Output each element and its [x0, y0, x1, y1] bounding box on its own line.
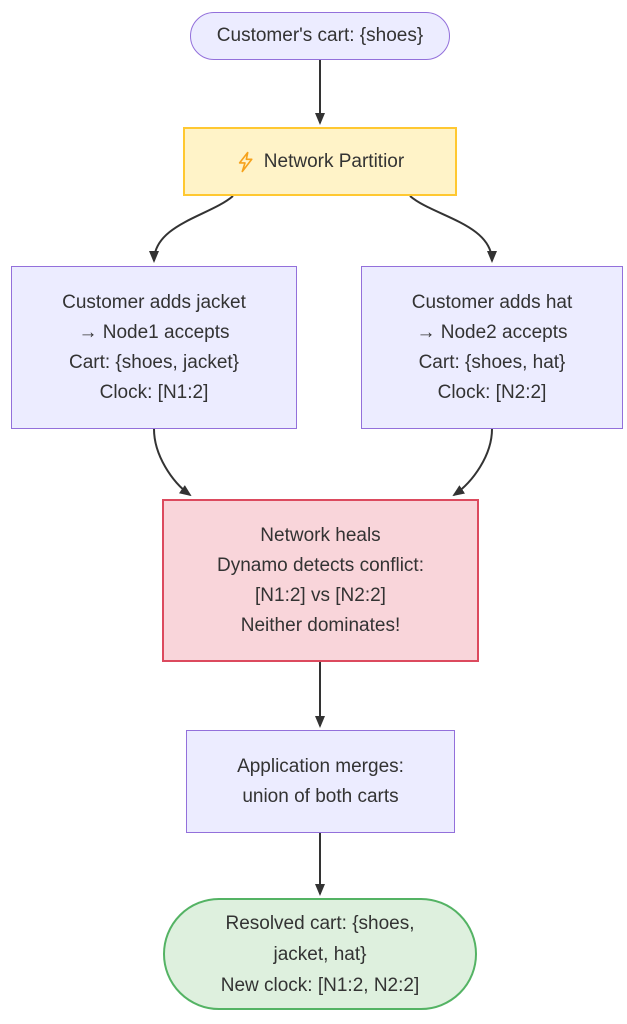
node-customer-cart: Customer's cart: {shoes}: [190, 12, 450, 60]
node-merge-line: union of both carts: [242, 785, 399, 807]
node-network-partition: Network Partitior: [183, 127, 457, 196]
node-node1-accepts: Customer adds jacket → Node1 accepts Car…: [11, 266, 297, 429]
node-resolved-line: New clock: [N1:2, N2:2]: [220, 974, 420, 996]
node-node2-line: Cart: {shoes, hat}: [418, 351, 566, 373]
node-node2-line: Clock: [N2:2]: [437, 381, 547, 403]
node-resolved-line: Resolved cart: {shoes,: [225, 912, 415, 934]
edge-node2-to-conflict: [452, 428, 493, 497]
node-network-partition-label: Network Partitior: [263, 150, 405, 172]
node-customer-cart-label: Customer's cart: {shoes}: [216, 25, 424, 46]
node-node1-line: → Node1 accepts: [78, 321, 230, 343]
node-application-merges: Application merges: union of both carts: [186, 730, 455, 833]
node-node1-line: Cart: {shoes, jacket}: [68, 351, 240, 373]
node-resolved-line: jacket, hat}: [273, 943, 367, 965]
node-conflict-line: Network heals: [260, 524, 381, 546]
node-node1-line: Customer adds jacket: [62, 291, 246, 313]
node-conflict-detected: Network heals Dynamo detects conflict: […: [162, 499, 479, 662]
node-conflict-line: [N1:2] vs [N2:2]: [255, 584, 386, 606]
node-conflict-line: Dynamo detects conflict:: [217, 554, 424, 576]
node-resolved-cart: Resolved cart: {shoes, jacket, hat} New …: [163, 898, 477, 1010]
node-node1-line: Clock: [N1:2]: [99, 381, 209, 403]
edge-node1-to-conflict: [153, 428, 192, 497]
node-node2-line: → Node2 accepts: [416, 321, 568, 343]
node-node2-accepts: Customer adds hat → Node2 accepts Cart: …: [361, 266, 623, 429]
node-merge-line: Application merges:: [237, 755, 404, 777]
edge-partition-to-node1: [149, 195, 234, 263]
node-conflict-line: Neither dominates!: [240, 614, 401, 636]
node-node2-line: Customer adds hat: [411, 291, 573, 313]
lightning-bolt-icon: [236, 150, 254, 174]
edge-partition-to-node2: [409, 195, 497, 263]
